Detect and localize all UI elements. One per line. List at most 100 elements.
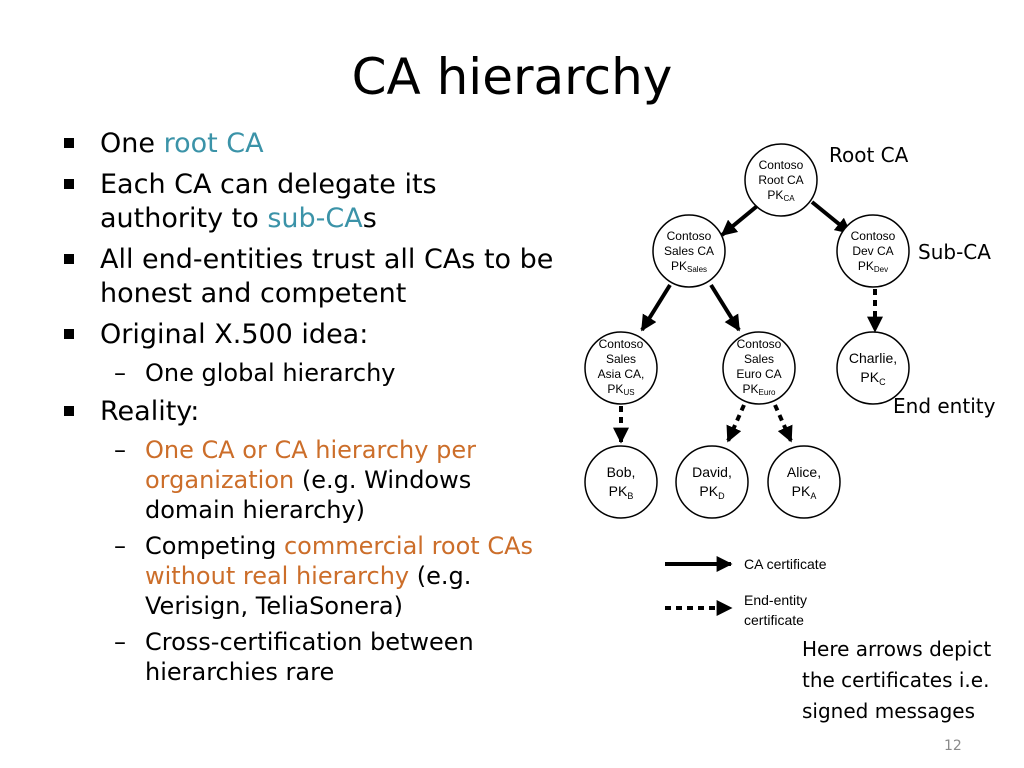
node-key-label: PK: [609, 483, 628, 499]
bullet-text: One: [100, 128, 164, 159]
bullet-highlight: root CA: [163, 128, 264, 159]
svg-text:PKEuro: PKEuro: [743, 382, 776, 397]
dash-icon: –: [114, 532, 126, 560]
node-bob: Bob, PKB: [584, 445, 658, 519]
node-label: Sales: [606, 352, 636, 366]
bullet-x500: Original X.500 idea:: [62, 318, 562, 352]
bullet-text: Each CA can delegate its authority to: [100, 169, 437, 234]
dash-icon: –: [114, 628, 126, 656]
bullet-square-icon: [64, 138, 74, 148]
node-label: David,: [692, 464, 732, 480]
node-label: Asia CA,: [598, 367, 645, 381]
bullet-square-icon: [64, 406, 74, 416]
bullet-text: One global hierarchy: [145, 359, 396, 387]
slide-title: CA hierarchy: [351, 48, 673, 106]
node-key-label: PK: [671, 259, 687, 273]
arrow-explanation-note: Here arrows depict the certificates i.e.…: [802, 637, 992, 723]
node-key-label: PK: [860, 369, 879, 385]
node-key-subscript: A: [810, 491, 816, 501]
bullet-text-suffix: (e.g. Windows domain hierarchy): [145, 466, 472, 524]
legend-ee-cert-label: certificate: [744, 612, 804, 628]
node-key-subscript: Dev: [874, 265, 888, 274]
bullet-square-icon: [64, 254, 74, 264]
node-charlie: Charlie, PKC: [836, 331, 910, 405]
bullet-highlight: commercial root CAs without real hierarc…: [145, 532, 534, 590]
node-label: Dev CA: [852, 244, 893, 258]
ca-cert-arrow-root-to-sales: [720, 200, 764, 237]
svg-text:PKB: PKB: [609, 483, 634, 501]
ee-cert-arrow-euro-to-alice: [773, 404, 793, 443]
svg-text:PKSales: PKSales: [671, 259, 707, 274]
legend: CA certificate End-entity certificate: [665, 556, 827, 628]
node-label: Sales CA: [664, 244, 714, 258]
bullet-highlight: sub-CA: [267, 203, 363, 234]
svg-text:PKDev: PKDev: [858, 259, 888, 274]
svg-text:PKA: PKA: [792, 483, 817, 501]
sub-bullet-cross: – Cross-certification between hierarchie…: [62, 627, 562, 687]
node-euro-ca: Contoso Sales Euro CA PKEuro: [722, 331, 796, 405]
svg-text:PKC: PKC: [860, 369, 886, 387]
label-sub-ca: Sub-CA: [918, 240, 991, 264]
bullet-reality: Reality:: [62, 395, 562, 429]
node-label: Charlie,: [849, 350, 897, 366]
svg-text:PKCA: PKCA: [767, 188, 795, 203]
node-key-subscript: C: [879, 377, 886, 387]
node-key-label: PK: [743, 382, 759, 396]
node-key-label: PK: [607, 382, 623, 396]
bullet-trust: All end-entities trust all CAs to be hon…: [62, 243, 562, 311]
node-label: Root CA: [758, 173, 803, 187]
bullet-square-icon: [64, 179, 74, 189]
node-label: Contoso: [667, 229, 712, 243]
node-key-subscript: B: [627, 491, 633, 501]
node-key-label: PK: [767, 188, 783, 202]
legend-ca-cert-label: CA certificate: [744, 556, 827, 572]
ca-cert-arrow-sales-to-asia: [640, 283, 672, 332]
dash-icon: –: [114, 359, 126, 387]
bullet-root-ca: One root CA: [62, 127, 562, 161]
sub-bullet-commercial: – Competing commercial root CAs without …: [62, 531, 562, 621]
node-label: Alice,: [787, 464, 821, 480]
node-sales-ca: Contoso Sales CA PKSales: [652, 214, 726, 288]
bullet-text: All end-entities trust all CAs to be hon…: [100, 244, 554, 309]
bullet-text-suffix: (e.g. Verisign, TeliaSonera): [145, 562, 472, 620]
node-label: Contoso: [599, 337, 644, 351]
ca-cert-arrow-sales-to-euro: [709, 283, 741, 332]
node-asia-ca: Contoso Sales Asia CA, PKUS: [584, 331, 658, 405]
node-david: David, PKD: [675, 445, 749, 519]
dash-icon: –: [114, 436, 126, 464]
label-end-entity: End entity: [893, 394, 996, 418]
bullet-delegate: Each CA can delegate its authority to su…: [62, 168, 562, 236]
node-key-label: PK: [699, 483, 718, 499]
bullet-highlight: One CA or CA hierarchy per organization: [145, 436, 476, 494]
node-key-subscript: Sales: [687, 265, 707, 274]
node-label: Contoso: [851, 229, 896, 243]
bullet-text: Reality:: [100, 396, 200, 427]
ee-cert-arrow-euro-to-david: [726, 404, 746, 443]
node-alice: Alice, PKA: [767, 445, 841, 519]
node-key-subscript: Euro: [759, 388, 776, 397]
node-dev-ca: Contoso Dev CA PKDev: [836, 214, 910, 288]
node-root-ca: Contoso Root CA PKCA: [744, 143, 818, 217]
legend-ee-cert-label: End-entity: [744, 592, 807, 608]
node-key-subscript: US: [623, 388, 634, 397]
node-key-label: PK: [858, 259, 874, 273]
sub-bullet-org: – One CA or CA hierarchy per organizatio…: [62, 435, 562, 525]
svg-text:PKD: PKD: [699, 483, 725, 501]
bullet-list: One root CA Each CA can delegate its aut…: [62, 120, 562, 687]
node-key-subscript: CA: [783, 194, 795, 203]
node-label: Euro CA: [736, 367, 781, 381]
label-root-ca: Root CA: [829, 143, 909, 167]
sub-bullet-global: – One global hierarchy: [62, 358, 562, 388]
bullet-text: Original X.500 idea:: [100, 319, 369, 350]
bullet-square-icon: [64, 329, 74, 339]
node-key-subscript: D: [718, 491, 725, 501]
bullet-text-suffix: s: [362, 203, 377, 234]
page-number: 12: [944, 738, 962, 754]
bullet-text: Competing: [145, 532, 284, 560]
node-key-label: PK: [792, 483, 811, 499]
node-label: Sales: [744, 352, 774, 366]
ca-cert-arrow-root-to-dev: [810, 200, 852, 235]
svg-text:PKUS: PKUS: [607, 382, 634, 397]
node-label: Contoso: [759, 158, 804, 172]
